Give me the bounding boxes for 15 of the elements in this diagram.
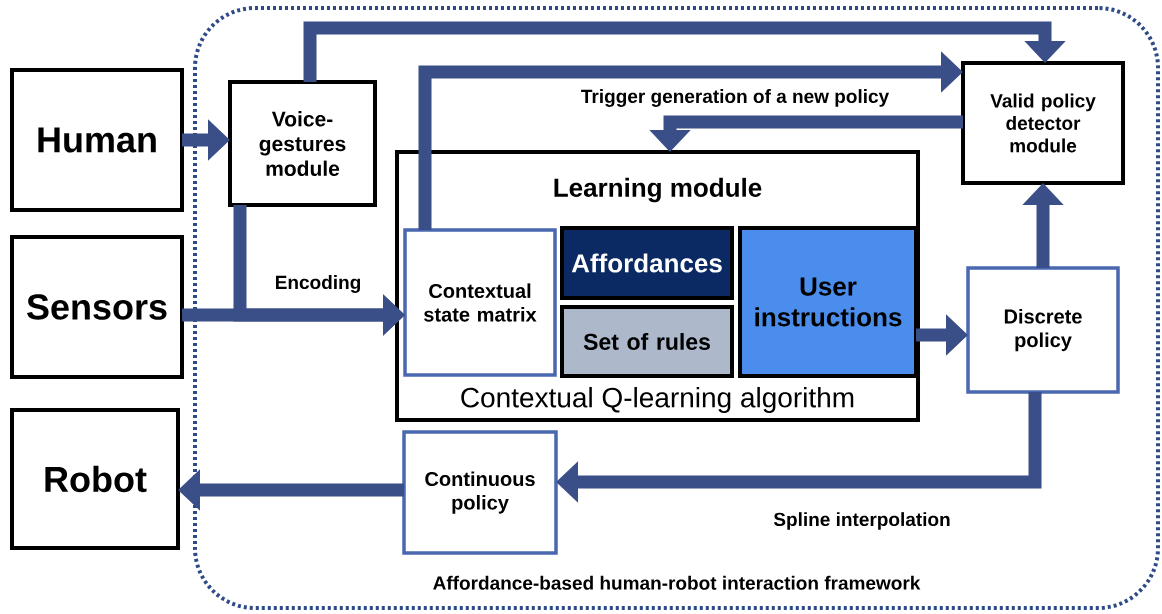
module-box: Sensors <box>10 235 184 379</box>
component-box: Affordances <box>560 226 734 300</box>
policy-box: Contextual state matrix <box>403 228 557 377</box>
edge-label: Spline interpolation <box>771 510 953 532</box>
component-box: User instructions <box>738 226 918 378</box>
policy-box: Discrete policy <box>966 266 1120 394</box>
edge-label: Trigger generation of a new policy <box>578 87 892 109</box>
module-box: Voice-gestures module <box>228 80 377 207</box>
module-box: Valid policy detector module <box>961 61 1125 185</box>
module-box: Robot <box>10 408 180 550</box>
component-box: Set of rules <box>560 305 734 378</box>
edge-label: Encoding <box>272 273 364 295</box>
policy-box: Continuous policy <box>402 430 558 555</box>
arrow <box>303 21 1066 82</box>
module-box: Human <box>10 68 184 212</box>
